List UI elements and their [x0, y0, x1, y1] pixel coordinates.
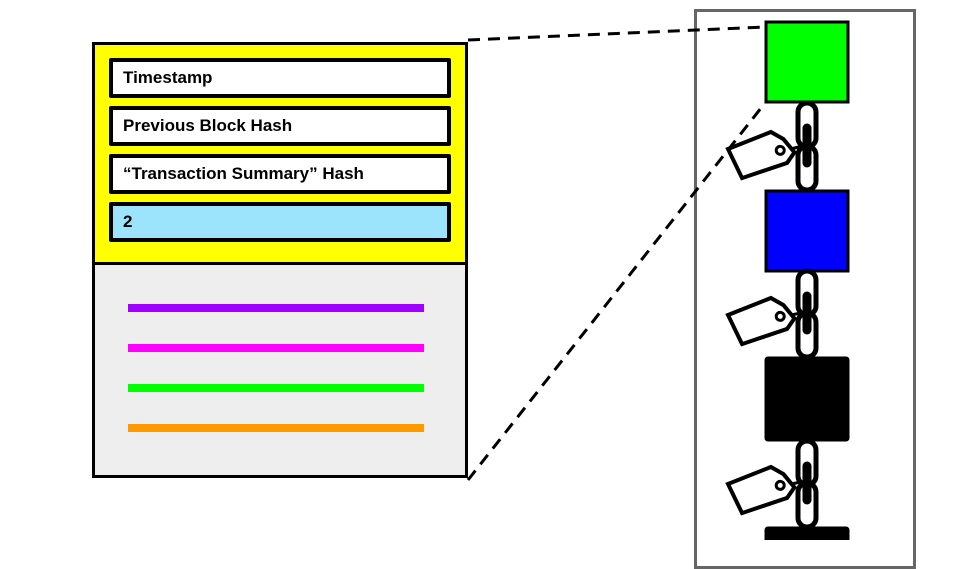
transaction-line: [128, 424, 424, 432]
field-label: Previous Block Hash: [123, 116, 293, 135]
block-detail: Timestamp Previous Block Hash “Transacti…: [92, 42, 468, 478]
field-timestamp: Timestamp: [109, 58, 451, 98]
field-transaction-summary-hash: “Transaction Summary” Hash: [109, 154, 451, 194]
transaction-line: [128, 304, 424, 312]
field-label: 2: [123, 212, 133, 231]
transaction-line: [128, 384, 424, 392]
block-header: Timestamp Previous Block Hash “Transacti…: [95, 45, 465, 265]
field-nonce: 2: [109, 202, 451, 242]
blockchain-frame: [694, 9, 916, 569]
transaction-line: [128, 344, 424, 352]
field-label: Timestamp: [123, 68, 213, 87]
field-previous-block-hash: Previous Block Hash: [109, 106, 451, 146]
field-label: “Transaction Summary” Hash: [123, 164, 364, 183]
block-body: [95, 265, 465, 475]
